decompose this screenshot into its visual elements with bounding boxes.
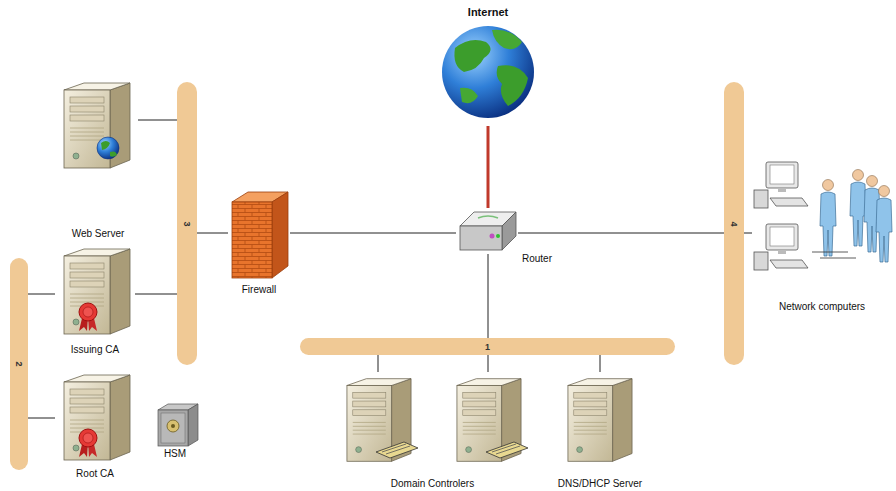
node-label: DNS/DHCP Server bbox=[558, 478, 642, 490]
network-link bbox=[28, 294, 55, 295]
node-label: HSM bbox=[164, 448, 186, 460]
node-label: Domain Controlers bbox=[391, 478, 474, 490]
network-computers-icon bbox=[754, 162, 892, 270]
node-label: Firewall bbox=[242, 284, 276, 296]
segment-number: 3 bbox=[181, 221, 193, 226]
node-label: Network computers bbox=[779, 301, 865, 313]
segment-number: 1 bbox=[485, 341, 490, 353]
internet-globe bbox=[442, 26, 534, 118]
node-label: Web Server bbox=[72, 228, 125, 240]
web-server-icon bbox=[64, 83, 130, 168]
network-link bbox=[744, 233, 752, 234]
router-node: Router bbox=[456, 208, 518, 254]
network-link bbox=[488, 254, 489, 338]
network-link bbox=[138, 120, 177, 121]
server-node: Root CA bbox=[55, 372, 135, 480]
network-link bbox=[28, 418, 55, 419]
network-segment-band: 1 bbox=[300, 338, 675, 355]
issuing-ca-icon bbox=[64, 249, 130, 334]
network-link bbox=[488, 355, 489, 372]
server-group: Domain Controlers bbox=[340, 372, 525, 490]
network-link bbox=[135, 294, 177, 295]
hsm-safe-icon bbox=[158, 404, 198, 446]
internet-cloud: Internet bbox=[435, 6, 541, 126]
network-segment-band: 2 bbox=[10, 258, 28, 470]
node-label: Root CA bbox=[76, 468, 114, 480]
network-link bbox=[378, 355, 379, 372]
network-link bbox=[487, 126, 490, 208]
node-label: Router bbox=[522, 253, 552, 265]
node-label: Internet bbox=[468, 6, 508, 18]
dns-dhcp-server-icon bbox=[568, 379, 632, 462]
firewall-node: Firewall bbox=[228, 188, 290, 296]
router-icon bbox=[460, 212, 516, 250]
network-segment-band: 3 bbox=[177, 82, 197, 365]
firewall-wall-icon bbox=[232, 192, 288, 278]
network-link bbox=[518, 233, 724, 234]
hsm-node: HSM bbox=[148, 398, 202, 460]
network-link bbox=[600, 355, 601, 372]
server-node: Issuing CA bbox=[55, 246, 135, 356]
server-node: Web Server bbox=[58, 82, 138, 240]
segment-number: 4 bbox=[728, 221, 740, 226]
network-segment-band: 4 bbox=[724, 82, 744, 365]
workstation-group: Network computers bbox=[752, 175, 892, 313]
segment-number: 2 bbox=[13, 361, 25, 366]
root-ca-icon bbox=[64, 375, 130, 460]
network-link bbox=[197, 233, 228, 234]
node-label: Issuing CA bbox=[71, 344, 119, 356]
server-node: DNS/DHCP Server bbox=[555, 372, 646, 490]
domain-controller-icons bbox=[347, 379, 528, 462]
network-link bbox=[290, 233, 456, 234]
